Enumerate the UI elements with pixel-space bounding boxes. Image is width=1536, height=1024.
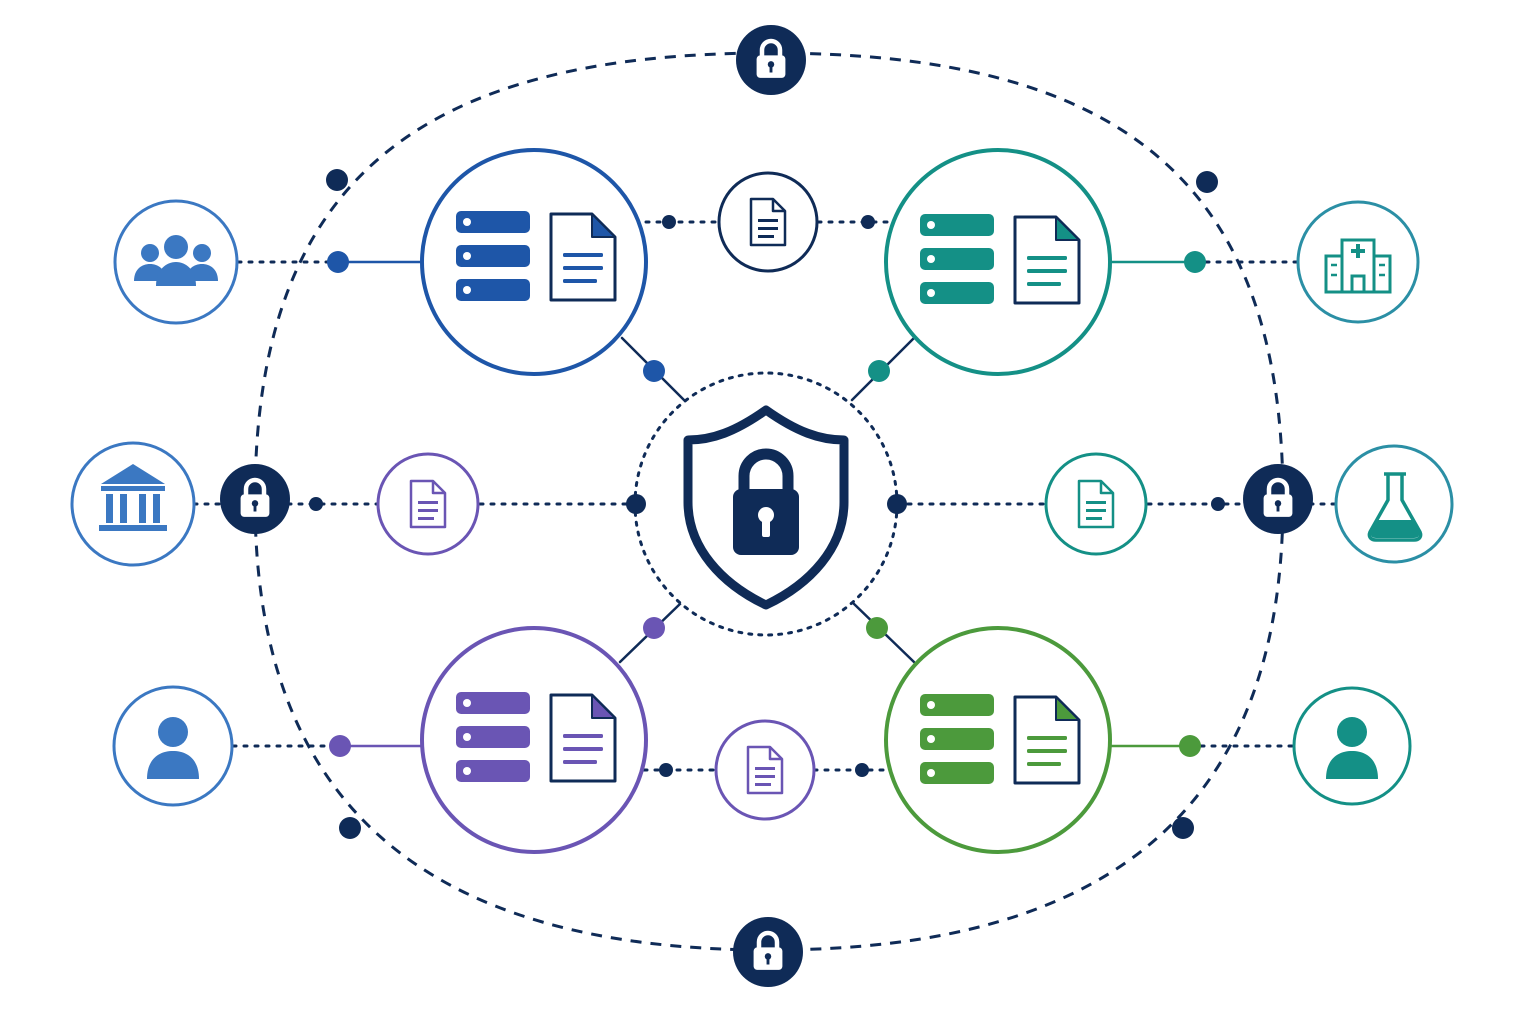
doc-node-top[interactable]	[717, 171, 819, 273]
perimeter-lock-right	[1243, 464, 1313, 534]
shield-lock-icon	[683, 405, 849, 610]
hub-bottom-right[interactable]	[884, 626, 1112, 854]
external-node-group[interactable]	[113, 199, 239, 325]
document-icon	[1013, 695, 1081, 785]
external-node-lab[interactable]	[1334, 444, 1454, 564]
user-icon	[1326, 717, 1378, 779]
external-node-institution[interactable]	[70, 441, 196, 567]
server-stack-icon	[456, 211, 530, 301]
hub-top-right[interactable]	[884, 148, 1112, 376]
perimeter-lock-bottom	[733, 917, 803, 987]
dotted-connectors	[192, 220, 1340, 772]
document-icon	[549, 693, 617, 783]
hub-bottom-left[interactable]	[420, 626, 648, 854]
connector-dots	[309, 169, 1225, 839]
external-node-hospital[interactable]	[1296, 200, 1420, 324]
external-node-user-left[interactable]	[112, 685, 234, 807]
hospital-icon	[1324, 238, 1392, 294]
external-node-user-right[interactable]	[1292, 686, 1412, 806]
lab-flask-icon	[1367, 472, 1423, 542]
document-icon	[549, 212, 617, 302]
doc-node-right[interactable]	[1044, 452, 1148, 556]
document-icon	[409, 479, 447, 529]
user-icon	[147, 717, 199, 779]
people-group-icon	[134, 235, 218, 286]
doc-node-left[interactable]	[376, 452, 480, 556]
server-stack-icon	[920, 694, 994, 784]
perimeter-lock-left	[220, 464, 290, 534]
document-icon	[1013, 215, 1081, 305]
server-stack-icon	[920, 214, 994, 304]
document-icon	[749, 197, 787, 247]
perimeter-ring	[253, 51, 1285, 952]
bank-building-icon	[99, 464, 167, 531]
doc-node-bottom[interactable]	[714, 719, 816, 821]
perimeter-lock-top	[736, 25, 806, 95]
document-icon	[1077, 479, 1115, 529]
hub-top-left[interactable]	[420, 148, 648, 376]
server-stack-icon	[456, 692, 530, 782]
document-icon	[746, 745, 784, 795]
